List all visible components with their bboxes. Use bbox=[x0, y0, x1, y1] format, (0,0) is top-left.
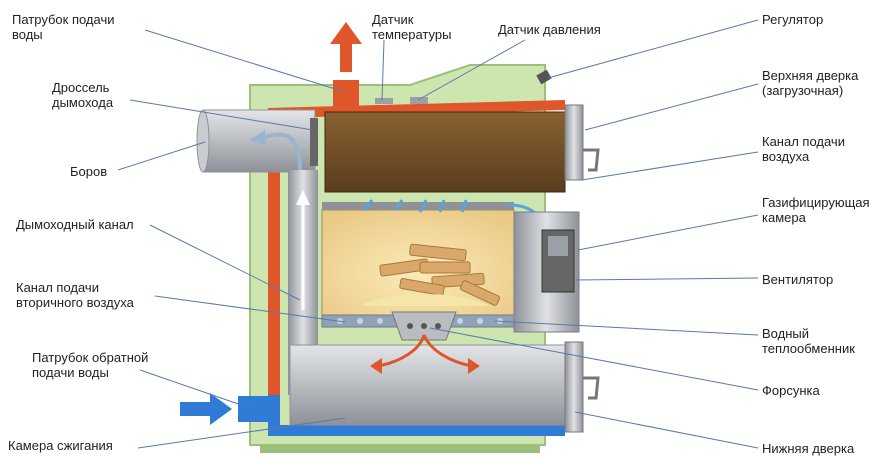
leader-lines bbox=[117, 19, 759, 449]
upper-door bbox=[564, 104, 584, 181]
label-borov: Боров bbox=[70, 164, 108, 179]
label-nozzle: Форсунка bbox=[762, 383, 820, 398]
return-water-pipe bbox=[238, 396, 272, 422]
flue-throttle bbox=[310, 118, 318, 166]
flame-arrows bbox=[377, 334, 473, 368]
ash-pile bbox=[360, 294, 490, 306]
label-return-water: Патрубок обратной подачи воды bbox=[32, 350, 149, 380]
water-outlet-pipe bbox=[333, 80, 359, 112]
label-upper-door: Верхняя дверка (загрузочная) bbox=[762, 68, 859, 98]
label-secondary-air: Канал подачи вторичного воздуха bbox=[16, 280, 134, 310]
cold-arrow-in bbox=[180, 393, 232, 425]
label-regulator: Регулятор bbox=[762, 12, 824, 27]
label-combustion-chamber: Камера сжигания bbox=[8, 438, 113, 453]
label-air-channel: Канал подачи воздуха bbox=[762, 134, 845, 164]
top-grate bbox=[322, 202, 514, 210]
temperature-sensor bbox=[375, 98, 393, 104]
regulator bbox=[536, 69, 552, 85]
label-chimney-channel: Дымоходный канал bbox=[16, 217, 134, 232]
cold-water-jacket bbox=[268, 395, 565, 436]
wood-logs bbox=[379, 243, 501, 306]
hot-arrow-up bbox=[330, 22, 362, 72]
lower-door bbox=[564, 341, 584, 433]
combustion-chamber bbox=[289, 344, 566, 426]
label-fan: Вентилятор bbox=[762, 272, 834, 287]
label-temperature-sensor: Датчик температуры bbox=[372, 12, 452, 42]
loading-chamber bbox=[324, 111, 566, 193]
label-heat-exchanger: Водный теплообменник bbox=[762, 326, 855, 356]
flue-gas-arrow bbox=[261, 132, 302, 171]
label-gasification-chamber: Газифицирующая камера bbox=[762, 195, 870, 225]
label-flue-throttle: Дроссель дымохода bbox=[52, 80, 114, 110]
label-pressure-sensor: Датчик давления bbox=[498, 22, 601, 37]
base-feet bbox=[260, 445, 540, 453]
pressure-sensor bbox=[410, 97, 428, 104]
label-water-outlet: Патрубок подачи воды bbox=[12, 12, 115, 42]
label-lower-door: Нижняя дверка bbox=[762, 441, 855, 456]
